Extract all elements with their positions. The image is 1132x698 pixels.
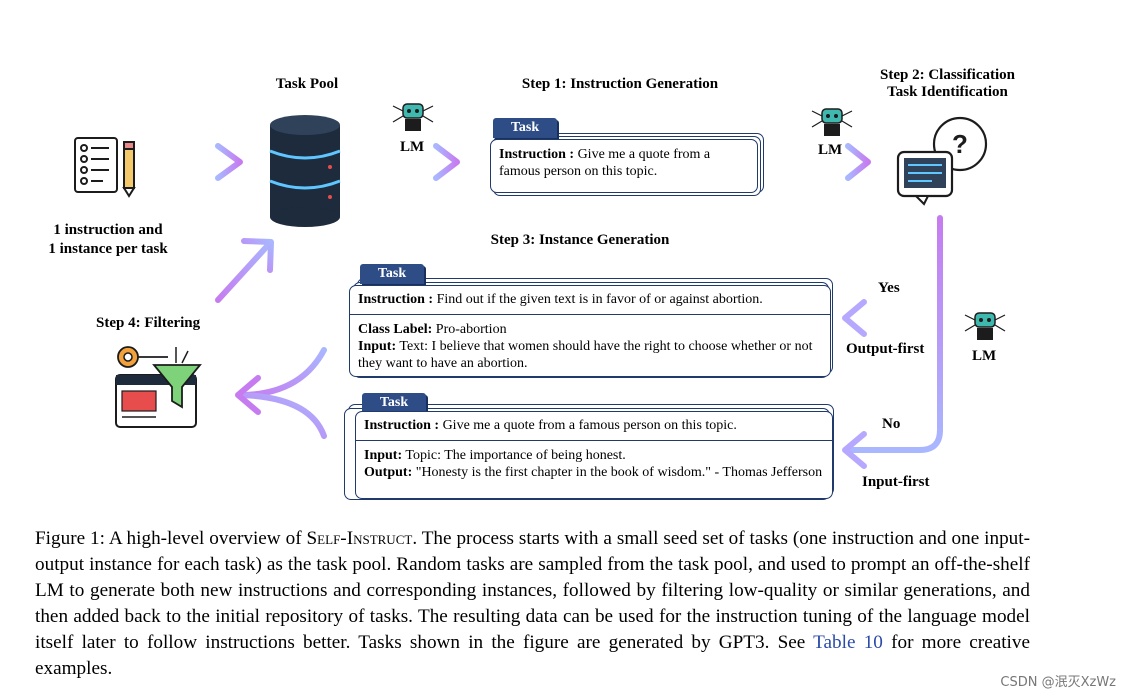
step1-label: Step 1: Instruction Generation: [521, 76, 719, 92]
caption-suffix: for more creative examples.: [35, 632, 1030, 679]
output-text: "Honesty is the first chapter in the boo…: [415, 465, 823, 480]
step3-label: Step 3: Instance Generation: [490, 232, 670, 248]
robot-icon-step3: [964, 312, 1006, 340]
input-label: Input:: [358, 339, 397, 354]
input-label: Input:: [364, 448, 403, 463]
task-tab: Task: [362, 393, 426, 413]
card-divider: [350, 314, 830, 315]
filtering-icon: [115, 346, 202, 428]
lm-label-step1: LM: [400, 139, 425, 155]
arrow-pool-to-step1: [369, 143, 460, 181]
instruction-label: Instruction :: [364, 418, 440, 433]
database-icon: [269, 115, 341, 227]
arrow-step2-down-branch: [842, 215, 943, 469]
caption-prefix: Figure 1: A high-level overview of: [35, 528, 307, 549]
watermark: CSDN @泯灭XzWz: [1000, 675, 1116, 690]
no-label: No: [882, 416, 901, 432]
step1-task-card: Instruction : Give me a quote from a fam…: [490, 139, 758, 193]
lm-label-step2: LM: [818, 142, 843, 158]
card-divider: [356, 440, 832, 441]
class-label-key: Class Label:: [358, 322, 433, 337]
seed-label-line1: 1 instruction and: [53, 222, 163, 238]
classification-icon: ?: [896, 116, 988, 206]
output-label: Output:: [364, 465, 413, 480]
input-text: Text: I believe that women should have t…: [358, 339, 813, 371]
arrow-filtering-to-pool: [215, 238, 274, 303]
caption-body: . The process starts with a small seed s…: [35, 528, 1030, 653]
output-first-label: Output-first: [846, 341, 925, 357]
robot-icon-step1: [392, 103, 434, 131]
caption-method-name: Self-Instruct: [306, 528, 413, 549]
task-tab: Task: [493, 118, 557, 138]
input-first-task-card: Instruction : Give me a quote from a fam…: [355, 411, 833, 499]
table-10-link[interactable]: Table 10: [813, 632, 883, 653]
arrow-seed-to-pool: [157, 143, 243, 181]
lm-label-step3: LM: [972, 348, 997, 364]
svg-text:?: ?: [952, 129, 968, 159]
seed-label-line2: 1 instance per task: [48, 241, 168, 257]
figure-caption: Figure 1: A high-level overview of Self-…: [35, 526, 1030, 682]
pipeline-diagram: ?: [74, 103, 1006, 469]
input-text: Topic: The importance of being honest.: [405, 448, 626, 463]
step2-label-line1: Step 2: Classification: [880, 67, 1015, 83]
step4-label: Step 4: Filtering: [96, 315, 201, 331]
arrow-to-filtering: [235, 347, 327, 439]
step2-label-line2: Task Identification: [887, 84, 1008, 100]
yes-label: Yes: [878, 280, 900, 296]
task-pool-label: Task Pool: [275, 76, 339, 92]
class-label-value: Pro-abortion: [435, 322, 507, 337]
instruction-label: Instruction :: [499, 147, 575, 162]
instruction-text: Find out if the given text is in favor o…: [436, 292, 763, 307]
task-tab: Task: [360, 264, 424, 284]
instruction-text: Give me a quote from a famous person on …: [442, 418, 737, 433]
task-list-icon: [74, 137, 136, 198]
arrow-step1-to-step2: [790, 143, 871, 181]
input-first-label: Input-first: [862, 474, 930, 490]
instruction-label: Instruction :: [358, 292, 434, 307]
output-first-task-card: Instruction : Find out if the given text…: [349, 285, 831, 377]
instruction-text: Give me a quote from a famous person on …: [499, 147, 711, 179]
robot-icon-step2: [811, 108, 853, 136]
